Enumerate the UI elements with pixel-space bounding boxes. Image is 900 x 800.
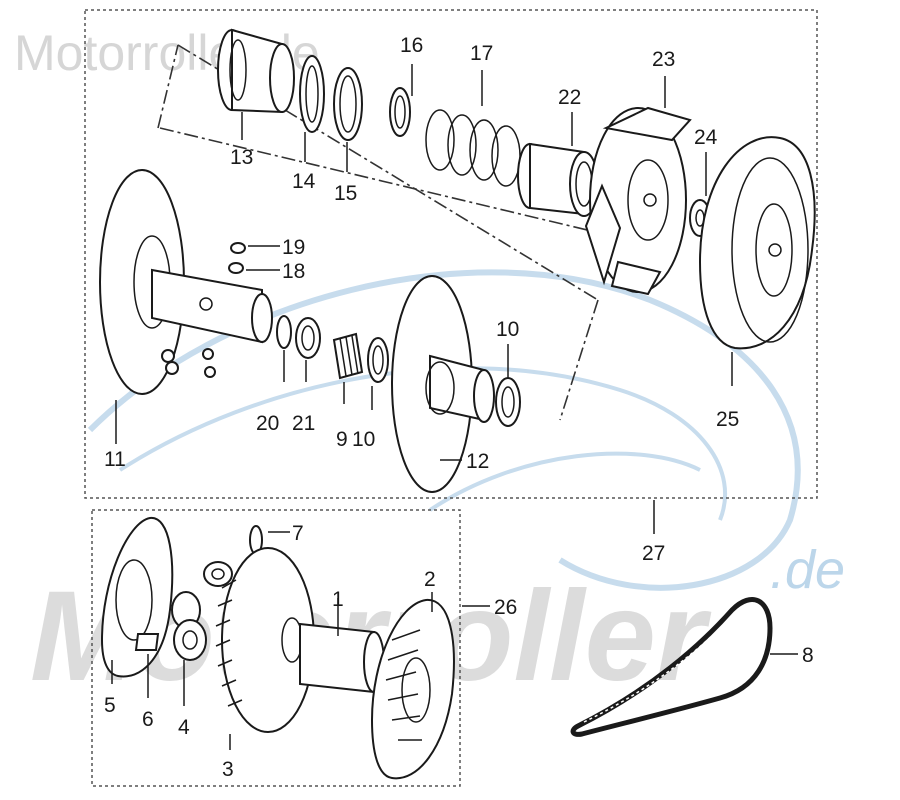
label-17: 17 bbox=[470, 42, 493, 65]
watermark-de-text: .de bbox=[770, 540, 845, 600]
label-1: 1 bbox=[332, 588, 344, 611]
label-8: 8 bbox=[802, 644, 814, 667]
part-21-bushing bbox=[295, 317, 321, 359]
part-4-rollers bbox=[171, 561, 233, 661]
part-9-needle-bearing bbox=[332, 332, 364, 380]
part-25-clutch-bell bbox=[698, 136, 816, 350]
label-5: 5 bbox=[104, 694, 116, 717]
label-22: 22 bbox=[558, 86, 581, 109]
label-15: 15 bbox=[334, 182, 357, 205]
label-16: 16 bbox=[400, 34, 423, 57]
leader-lines bbox=[111, 64, 798, 750]
part-10-seal-left bbox=[367, 337, 389, 383]
label-4: 4 bbox=[178, 716, 190, 739]
label-6: 6 bbox=[142, 708, 154, 731]
label-21: 21 bbox=[292, 412, 315, 435]
label-13: 13 bbox=[230, 146, 253, 169]
label-25: 25 bbox=[716, 408, 739, 431]
watermark-swoosh-2 bbox=[118, 366, 727, 521]
label-27: 27 bbox=[642, 542, 665, 565]
part-17-spring bbox=[425, 109, 521, 187]
label-3: 3 bbox=[222, 758, 234, 781]
part-19-pin bbox=[230, 242, 246, 254]
label-2: 2 bbox=[424, 568, 436, 591]
label-7: 7 bbox=[292, 522, 304, 545]
label-11: 11 bbox=[104, 448, 126, 471]
part-3-drive-face bbox=[215, 547, 315, 733]
watermark-swoosh-3 bbox=[428, 451, 701, 512]
part-14-seal bbox=[299, 55, 325, 133]
label-14: 14 bbox=[292, 170, 316, 193]
part-1-sleeve-shaft bbox=[299, 622, 385, 694]
shaft bbox=[151, 268, 273, 344]
assembly-box-26 bbox=[91, 509, 461, 787]
part-2-fan-face bbox=[370, 598, 455, 780]
label-20: 20 bbox=[256, 412, 279, 435]
part-22-collar bbox=[517, 142, 599, 217]
part-10-seal-right bbox=[495, 377, 521, 427]
part-15-oring bbox=[333, 67, 363, 141]
part-6-slider bbox=[134, 633, 160, 651]
part-23-clutch bbox=[584, 106, 692, 296]
label-10-right: 10 bbox=[496, 318, 519, 341]
label-10-left: 10 bbox=[352, 428, 375, 451]
centerline-shaft bbox=[159, 127, 651, 246]
assembly-box-27 bbox=[84, 9, 818, 499]
label-23: 23 bbox=[652, 48, 675, 71]
part-18-pin bbox=[228, 262, 244, 274]
part-16-ring bbox=[389, 87, 411, 137]
label-26: 26 bbox=[494, 596, 517, 619]
rollers-small bbox=[161, 348, 216, 378]
label-12: 12 bbox=[466, 450, 489, 473]
label-18: 18 bbox=[282, 260, 305, 283]
part-12-movable-sheave bbox=[391, 275, 495, 493]
label-19: 19 bbox=[282, 236, 305, 259]
part-20-ring bbox=[276, 315, 292, 349]
label-24: 24 bbox=[694, 126, 718, 149]
label-9: 9 bbox=[336, 428, 348, 451]
part-13-sleeve bbox=[217, 28, 295, 114]
callout-labels: 13 14 15 16 17 22 23 24 25 19 18 20 21 9… bbox=[104, 34, 814, 781]
part-8-belt bbox=[570, 597, 773, 737]
